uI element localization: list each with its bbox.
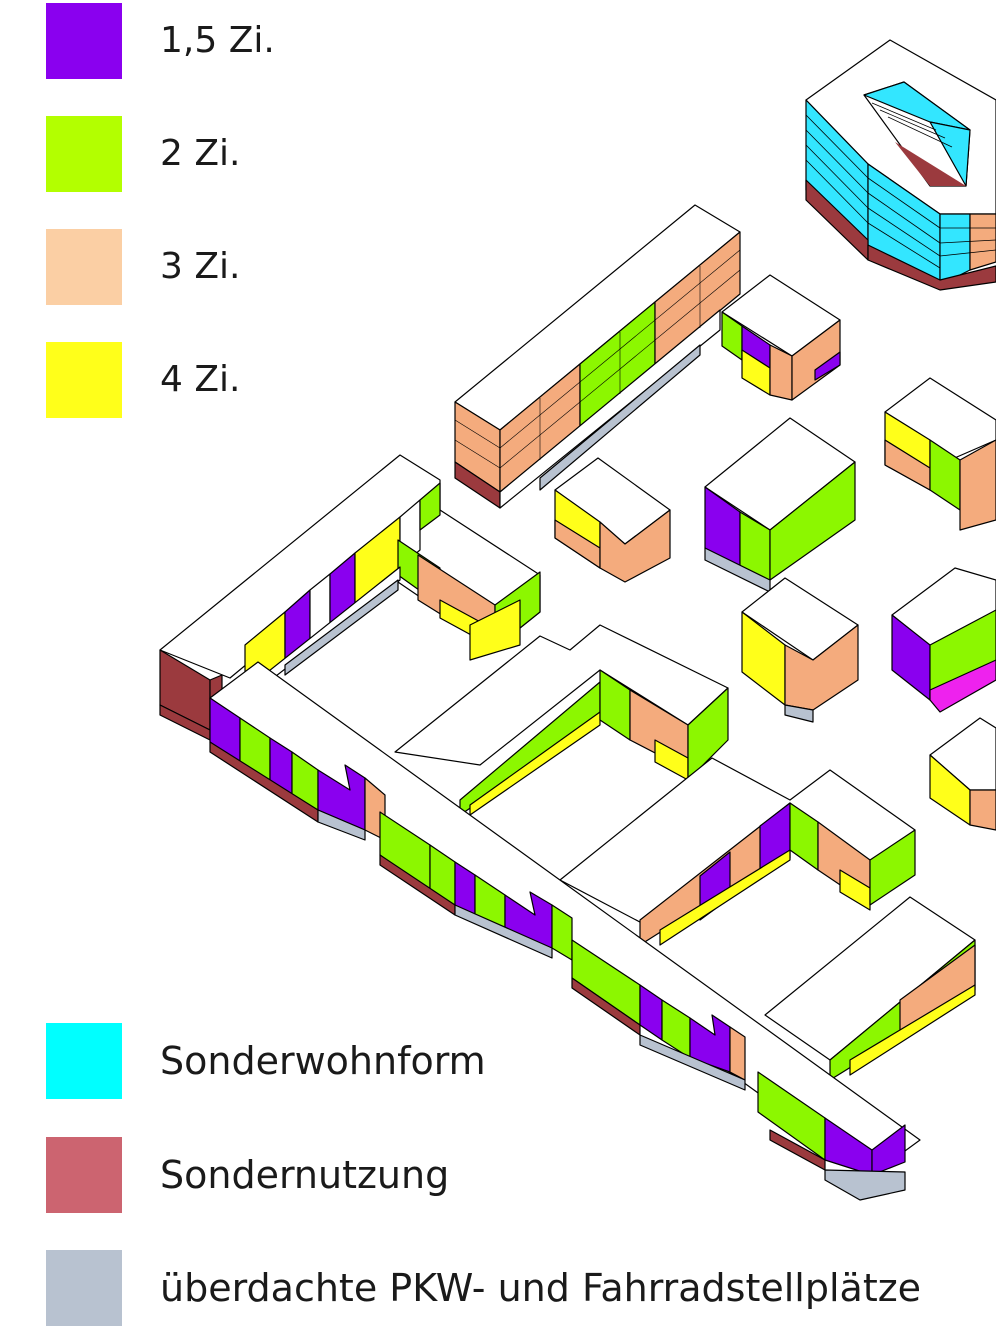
legend-label: Sondernutzung [160,1153,450,1197]
block-f [891,567,996,713]
legend-item-special-housing: Sonderwohnform [46,1023,486,1099]
u-block-middle [394,624,729,816]
legend-item-2-rooms: 2 Zi. [46,116,240,192]
swatch-1-5-rooms [46,3,122,79]
swatch-covered-parking [46,1250,122,1326]
swatch-2-rooms [46,116,122,192]
u-block-left [159,454,541,741]
front-bar [209,661,921,1201]
swatch-4-rooms [46,342,122,418]
block-g [929,717,996,831]
ring-building [805,39,996,291]
block-a [721,274,841,401]
legend-label: 1,5 Zi. [160,20,275,61]
block-c [554,457,671,583]
legend-label: 2 Zi. [160,133,241,174]
swatch-3-rooms [46,229,122,305]
legend-label: 4 Zi. [160,359,241,400]
legend-label: überdachte PKW- und Fahrradstellplätze [160,1266,922,1310]
legend-item-4-rooms: 4 Zi. [46,342,240,418]
legend-label: Sonderwohnform [160,1039,486,1083]
long-block-top [454,204,741,509]
block-e [741,577,859,723]
legend-item-3-rooms: 3 Zi. [46,229,240,305]
legend-item-covered-parking: überdachte PKW- und Fahrradstellplätze [46,1250,921,1326]
swatch-special-use [46,1137,122,1213]
block-b [884,377,996,531]
u-block-lower [559,757,916,946]
swatch-special-housing [46,1023,122,1099]
block-bottom [764,896,976,1081]
legend-item-1-5-rooms: 1,5 Zi. [46,3,275,79]
legend-item-special-use: Sondernutzung [46,1137,449,1213]
block-d [704,417,856,593]
legend-label: 3 Zi. [160,246,241,287]
